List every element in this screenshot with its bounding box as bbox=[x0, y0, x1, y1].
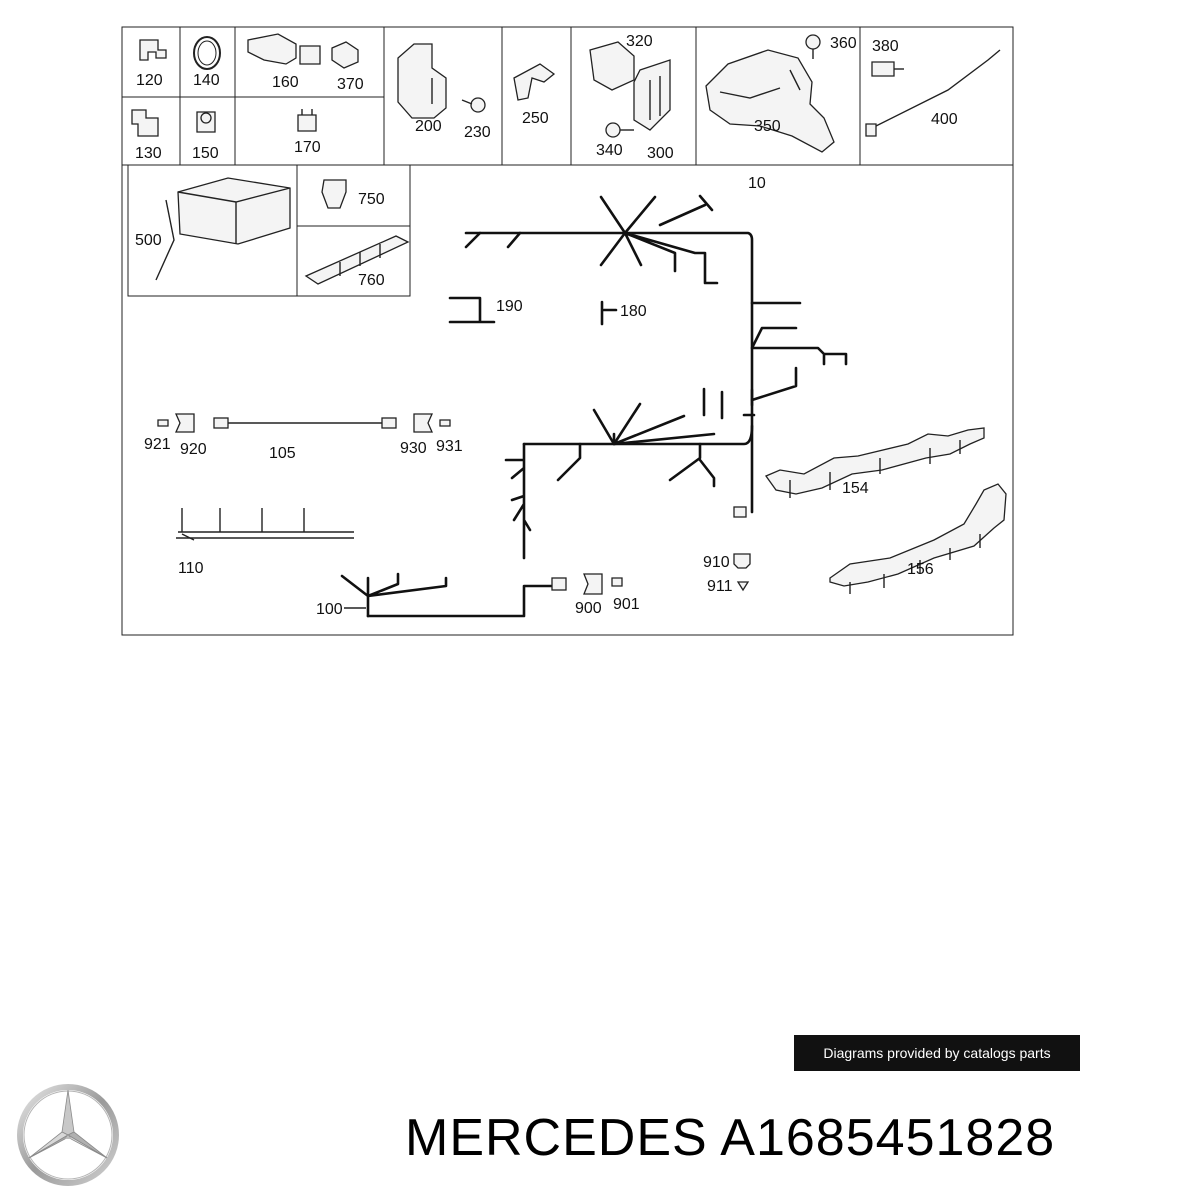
part-180-wire bbox=[600, 300, 618, 326]
label-170: 170 bbox=[294, 139, 321, 156]
part-150-icon bbox=[196, 111, 216, 133]
part-160-icon bbox=[247, 33, 321, 65]
connector-910-housing bbox=[733, 553, 751, 569]
part-380-icon bbox=[871, 61, 904, 77]
mercedes-star-logo-icon bbox=[17, 1084, 119, 1186]
brand-part-title: MERCEDES A1685451828 bbox=[405, 1109, 1056, 1167]
label-150: 150 bbox=[192, 145, 219, 162]
diagram-frame bbox=[121, 26, 1014, 636]
label-350: 350 bbox=[754, 118, 781, 135]
label-931: 931 bbox=[436, 438, 463, 455]
cable-105 bbox=[157, 413, 451, 433]
label-200: 200 bbox=[415, 118, 442, 135]
part-190-wire bbox=[448, 296, 496, 324]
label-140: 140 bbox=[193, 72, 220, 89]
rail-156 bbox=[829, 483, 1007, 594]
part-250-icon bbox=[513, 63, 556, 101]
connector-910 bbox=[733, 506, 747, 518]
harness-110 bbox=[176, 508, 354, 539]
parts-diagram: 120 140 160 370 130 150 170 200 230 250 … bbox=[121, 26, 1014, 636]
label-110: 110 bbox=[178, 560, 204, 577]
part-230-icon bbox=[461, 97, 486, 113]
label-380: 380 bbox=[872, 38, 899, 55]
part-120-icon bbox=[139, 39, 167, 61]
label-750: 750 bbox=[358, 191, 385, 208]
label-250: 250 bbox=[522, 110, 549, 127]
connector-911-pin bbox=[736, 581, 750, 592]
label-910: 910 bbox=[703, 554, 730, 571]
part-760-icon bbox=[304, 235, 410, 285]
harness-10 bbox=[464, 194, 848, 560]
part-370-icon bbox=[331, 41, 359, 69]
part-500-icon bbox=[155, 177, 291, 281]
label-154: 154 bbox=[842, 480, 869, 497]
label-370: 370 bbox=[337, 76, 364, 93]
label-320: 320 bbox=[626, 33, 653, 50]
label-760: 760 bbox=[358, 272, 385, 289]
label-180: 180 bbox=[620, 303, 647, 320]
leader-lines bbox=[181, 533, 366, 609]
label-10: 10 bbox=[748, 175, 766, 192]
label-920: 920 bbox=[180, 441, 207, 458]
label-340: 340 bbox=[596, 142, 623, 159]
label-105: 105 bbox=[269, 445, 296, 462]
label-130: 130 bbox=[135, 145, 162, 162]
part-340-icon bbox=[605, 122, 634, 138]
diagram-credit-badge: Diagrams provided by catalogs parts bbox=[794, 1035, 1080, 1071]
label-930: 930 bbox=[400, 440, 427, 457]
label-500: 500 bbox=[135, 232, 162, 249]
part-320-300-icon bbox=[589, 41, 671, 131]
label-900: 900 bbox=[575, 600, 602, 617]
part-labels: 120 140 160 370 130 150 170 200 230 250 … bbox=[135, 33, 958, 618]
rail-154 bbox=[765, 427, 985, 498]
part-130-icon bbox=[131, 109, 159, 137]
part-350-icon bbox=[705, 49, 835, 153]
label-190: 190 bbox=[496, 298, 523, 315]
label-300: 300 bbox=[647, 145, 674, 162]
part-170-icon bbox=[297, 109, 317, 132]
part-140-icon bbox=[193, 36, 221, 70]
part-400-icon bbox=[865, 49, 1001, 137]
label-230: 230 bbox=[464, 124, 491, 141]
label-156: 156 bbox=[907, 561, 934, 578]
part-360-icon bbox=[805, 34, 821, 59]
label-901: 901 bbox=[613, 596, 640, 613]
label-921: 921 bbox=[144, 436, 171, 453]
part-200-icon bbox=[397, 43, 447, 119]
harness-100 bbox=[340, 572, 623, 618]
part-750-icon bbox=[321, 179, 347, 209]
label-120: 120 bbox=[136, 72, 163, 89]
label-160: 160 bbox=[272, 74, 299, 91]
label-400: 400 bbox=[931, 111, 958, 128]
label-360: 360 bbox=[830, 35, 857, 52]
label-911: 911 bbox=[707, 578, 733, 595]
label-100: 100 bbox=[316, 601, 343, 618]
